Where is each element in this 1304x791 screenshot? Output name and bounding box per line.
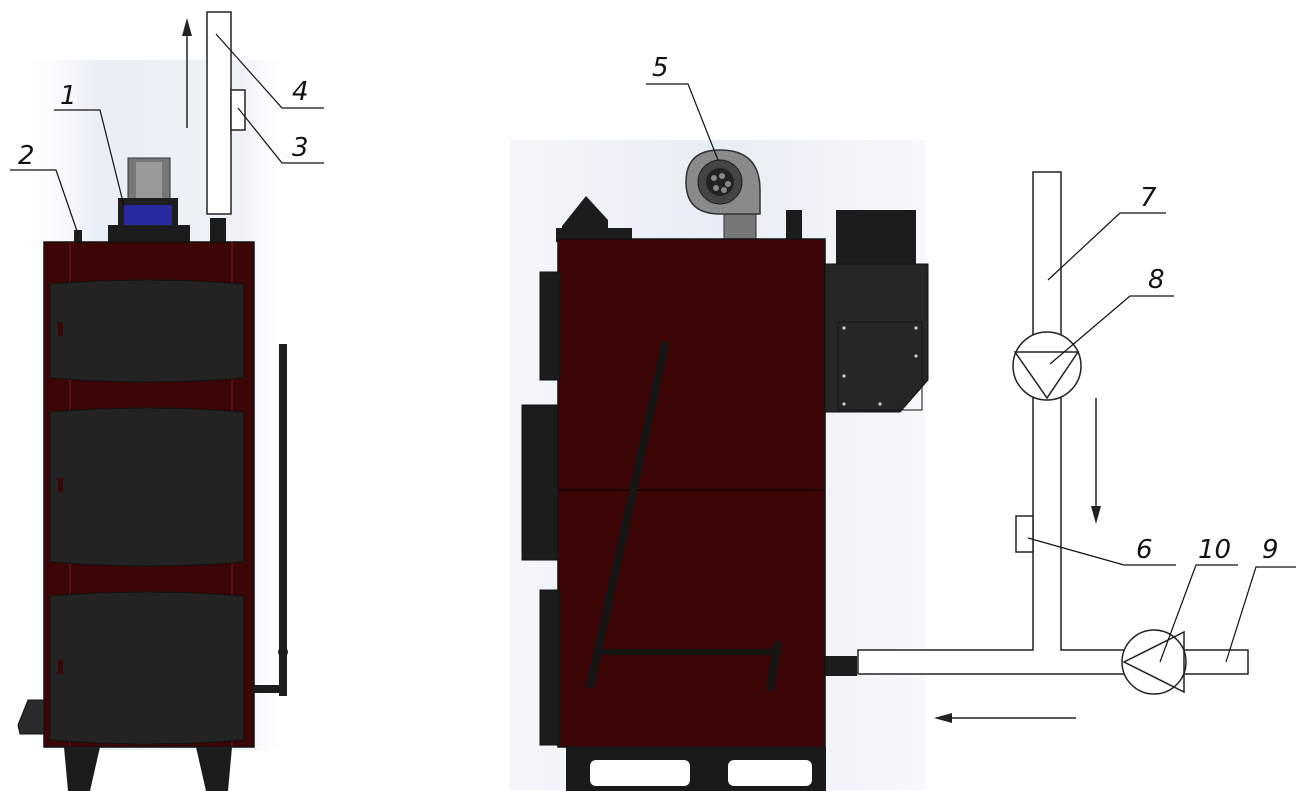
flue-flow-arrow: [182, 18, 192, 128]
outlet-nozzle: [825, 656, 857, 676]
top-fan-assembly: [108, 157, 190, 245]
callout-5: 5: [646, 53, 719, 161]
svg-text:8: 8: [1148, 265, 1165, 295]
middle-door: [49, 407, 245, 567]
side-top-nozzle: [786, 210, 802, 240]
front-leg-right: [196, 747, 232, 791]
return-pipe-horizontal: [254, 685, 287, 693]
blower-fan: [685, 149, 761, 243]
svg-text:1: 1: [60, 81, 77, 111]
left-flow-arrow: [934, 713, 1076, 723]
front-leg-left: [64, 747, 100, 791]
callout-9: 9: [1225, 535, 1296, 663]
flue-temperature-sensor: [230, 89, 246, 131]
pellet-burner: [824, 210, 929, 413]
svg-text:6: 6: [1136, 535, 1153, 565]
callout-6: 6: [1027, 535, 1176, 566]
svg-text:4: 4: [292, 77, 309, 107]
inspection-cap: [562, 196, 608, 232]
upper-door: [49, 279, 245, 383]
boiler-body-side: [557, 238, 826, 748]
svg-text:9: 9: [1262, 535, 1279, 565]
boiler-front-view: [10, 11, 300, 791]
callout-7: 7: [1047, 183, 1166, 281]
callout-10: 10: [1159, 535, 1238, 663]
safety-valve: [74, 230, 82, 244]
flue-pipe: [206, 11, 232, 215]
piping-schematic: [857, 171, 1249, 723]
down-flow-arrow: [1091, 398, 1101, 524]
callout-3: 3: [237, 107, 324, 164]
svg-text:10: 10: [1198, 535, 1231, 565]
callout-4: 4: [215, 33, 324, 109]
svg-text:5: 5: [652, 53, 669, 83]
callout-8: 8: [1049, 265, 1174, 365]
callout-1: 1: [54, 81, 125, 207]
lower-door: [49, 591, 245, 745]
top-nozzle: [210, 218, 226, 244]
callout-2: 2: [10, 141, 79, 235]
return-pump: [1121, 629, 1187, 695]
ash-outlet: [17, 699, 45, 735]
boiler-side-view: [510, 140, 929, 791]
return-pipe-vertical: [279, 344, 287, 696]
supply-sensor: [1015, 515, 1034, 553]
circulation-pump: [1012, 331, 1082, 401]
supply-pipe: [857, 171, 1249, 675]
svg-text:2: 2: [18, 141, 35, 171]
svg-text:3: 3: [292, 133, 309, 163]
poker-rod: [586, 341, 670, 689]
svg-text:7: 7: [1140, 183, 1157, 213]
sensor-window: [124, 205, 172, 227]
